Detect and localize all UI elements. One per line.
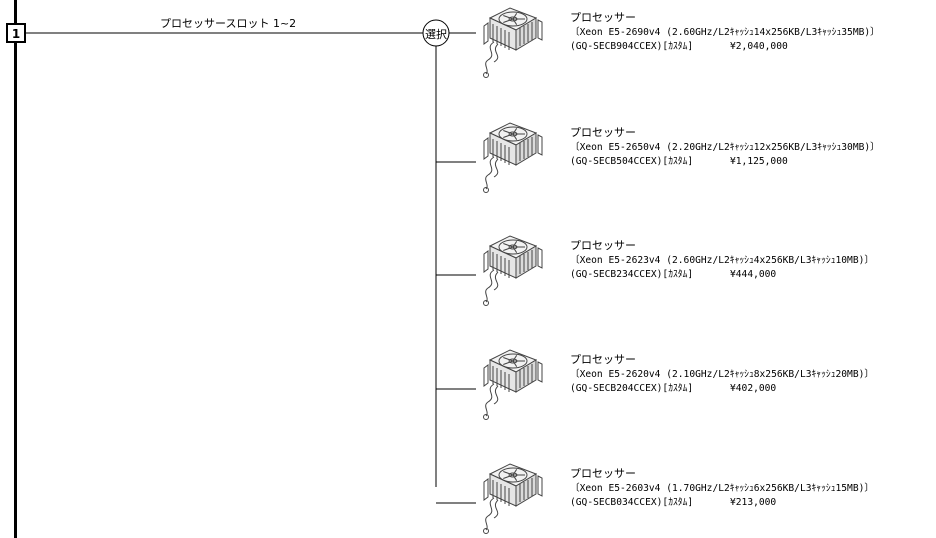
- option-category: プロセッサー: [570, 353, 636, 366]
- option-price: ¥402,000: [730, 383, 776, 394]
- option-item[interactable]: プロセッサー〔Xeon E5-2650v4 (2.20GHz/L2ｷｬｯｼｭ12…: [436, 122, 880, 193]
- main-bus-line: [14, 0, 17, 538]
- cpu-cooler-fan-icon: [483, 235, 543, 306]
- option-item[interactable]: プロセッサー〔Xeon E5-2620v4 (2.10GHz/L2ｷｬｯｼｭ8x…: [436, 349, 874, 420]
- option-category: プロセッサー: [570, 467, 636, 480]
- option-spec: 〔Xeon E5-2603v4 (1.70GHz/L2ｷｬｯｼｭ6x256KB/…: [570, 482, 874, 494]
- slot-number: 1: [12, 27, 20, 41]
- option-spec: 〔Xeon E5-2620v4 (2.10GHz/L2ｷｬｯｼｭ8x256KB/…: [570, 368, 874, 380]
- option-item[interactable]: プロセッサー〔Xeon E5-2603v4 (1.70GHz/L2ｷｬｯｼｭ6x…: [436, 463, 874, 534]
- option-price: ¥2,040,000: [730, 41, 788, 52]
- option-item[interactable]: プロセッサー〔Xeon E5-2623v4 (2.60GHz/L2ｷｬｯｼｭ4x…: [436, 235, 874, 306]
- cpu-cooler-fan-icon: [483, 349, 543, 420]
- option-price: ¥213,000: [730, 497, 776, 508]
- select-node-label: 選択: [425, 27, 447, 41]
- option-item[interactable]: プロセッサー〔Xeon E5-2690v4 (2.60GHz/L2ｷｬｯｼｭ14…: [449, 7, 880, 78]
- option-price: ¥444,000: [730, 269, 776, 280]
- option-price: ¥1,125,000: [730, 156, 788, 167]
- cpu-cooler-fan-icon: [483, 122, 543, 193]
- option-code: (GQ-SECB204CCEX)[ｶｽﾀﾑ]: [570, 383, 693, 394]
- options-list: プロセッサー〔Xeon E5-2690v4 (2.60GHz/L2ｷｬｯｼｭ14…: [436, 7, 880, 534]
- option-spec: 〔Xeon E5-2650v4 (2.20GHz/L2ｷｬｯｼｭ12x256KB…: [570, 141, 880, 153]
- option-spec: 〔Xeon E5-2690v4 (2.60GHz/L2ｷｬｯｼｭ14x256KB…: [570, 26, 880, 38]
- option-category: プロセッサー: [570, 239, 636, 252]
- option-category: プロセッサー: [570, 11, 636, 24]
- slot-label: プロセッサースロット 1~2: [160, 17, 296, 30]
- option-code: (GQ-SECB234CCEX)[ｶｽﾀﾑ]: [570, 269, 693, 280]
- option-code: (GQ-SECB504CCEX)[ｶｽﾀﾑ]: [570, 156, 693, 167]
- cpu-cooler-fan-icon: [483, 463, 543, 534]
- option-spec: 〔Xeon E5-2623v4 (2.60GHz/L2ｷｬｯｼｭ4x256KB/…: [570, 254, 874, 266]
- option-code: (GQ-SECB904CCEX)[ｶｽﾀﾑ]: [570, 41, 693, 52]
- option-code: (GQ-SECB034CCEX)[ｶｽﾀﾑ]: [570, 497, 693, 508]
- cpu-cooler-fan-icon: [483, 7, 543, 78]
- option-category: プロセッサー: [570, 126, 636, 139]
